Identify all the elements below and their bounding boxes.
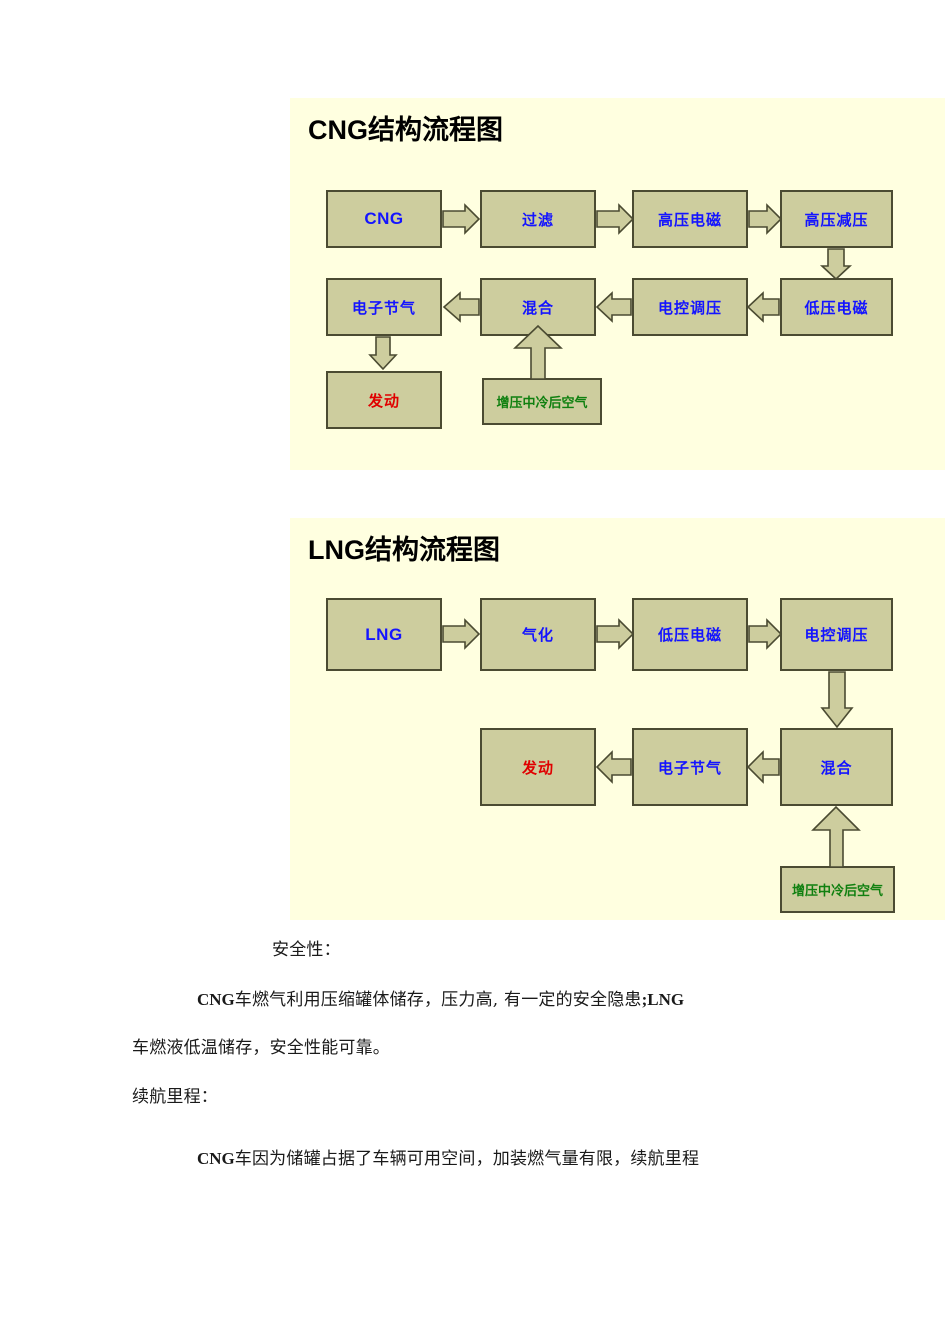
safety-line1-rest: 车燃气利用压缩罐体储存，压力高, 有一定的安全隐患 xyxy=(234,990,642,1010)
cng-arrow-e-throttle-to-engine xyxy=(368,336,398,371)
lng-arrow-mixer-to-e-throttle xyxy=(746,750,780,784)
cng-arrow-ecu-to-mixer xyxy=(595,291,632,323)
lng-node-vaporizer: 气化 xyxy=(480,598,596,671)
cng-arrow-hp-solenoid-to-hp-regulator xyxy=(748,203,783,235)
lng-arrow-air-to-mixer xyxy=(811,805,861,868)
cng-arrow-hp-regulator-to-lp-solenoid xyxy=(819,248,853,281)
cng-chart-title: CNG结构流程图 xyxy=(308,108,503,147)
cng-node-lp-solenoid: 低压电磁 xyxy=(780,278,893,336)
cng-arrow-mixer-to-e-throttle xyxy=(442,291,480,323)
cng-node-engine: 发动 xyxy=(326,371,442,429)
cng-arrow-lp-solenoid-to-ecu xyxy=(746,291,780,323)
lng-flowchart: LNG结构流程图 LNG 气化 低压电磁 电控调压 发动 电子节气 混合 增压中… xyxy=(290,518,945,920)
lng-node-air: 增压中冷后空气 xyxy=(780,866,895,913)
lng-node-engine: 发动 xyxy=(480,728,596,806)
range-line1-rest: 车因为储罐占据了车辆可用空间，加装燃气量有限，续航里程 xyxy=(234,1149,700,1169)
safety-line1-sep: ; xyxy=(641,990,648,1009)
cng-title-latin: CNG xyxy=(308,115,368,145)
lng-arrow-layer xyxy=(442,618,861,868)
lng-title-latin: LNG xyxy=(308,535,365,565)
cng-node-mixer: 混合 xyxy=(480,278,596,336)
lng-node-ecu-regulator: 电控调压 xyxy=(780,598,893,671)
safety-line1-latin: CNG xyxy=(197,990,235,1009)
lng-chart-title: LNG结构流程图 xyxy=(308,528,500,567)
range-line1-latin: CNG xyxy=(197,1149,235,1168)
range-paragraph-line1: CNG车因为储罐占据了车辆可用空间，加装燃气量有限，续航里程 xyxy=(197,1144,699,1169)
cng-title-cjk: 结构流程图 xyxy=(368,115,503,146)
safety-paragraph-line1: CNG车燃气利用压缩罐体储存，压力高, 有一定的安全隐患;LNG xyxy=(197,985,684,1010)
lng-arrow-lp-solenoid-to-ecu xyxy=(748,618,783,650)
cng-node-hp-regulator: 高压减压 xyxy=(780,190,893,248)
heading-safety: 安全性： xyxy=(272,940,341,960)
cng-arrow-source-to-filter xyxy=(442,203,481,235)
cng-node-e-throttle: 电子节气 xyxy=(326,278,442,336)
cng-node-filter: 过滤 xyxy=(480,190,596,248)
cng-node-hp-solenoid: 高压电磁 xyxy=(632,190,748,248)
lng-node-e-throttle: 电子节气 xyxy=(632,728,748,806)
cng-flowchart: CNG结构流程图 CNG 过滤 高压电磁 高压减压 电子节气 混合 电控调压 低… xyxy=(290,98,945,470)
cng-node-ecu-regulator: 电控调压 xyxy=(632,278,748,336)
lng-node-lp-solenoid: 低压电磁 xyxy=(632,598,748,671)
lng-node-source: LNG xyxy=(326,598,442,671)
lng-node-mixer: 混合 xyxy=(780,728,893,806)
lng-arrow-ecu-to-mixer xyxy=(820,671,854,729)
cng-node-air: 增压中冷后空气 xyxy=(482,378,602,425)
safety-line1-tail-latin: LNG xyxy=(647,990,685,1009)
lng-arrow-vaporizer-to-lp-solenoid xyxy=(596,618,635,650)
cng-arrow-filter-to-hp-solenoid xyxy=(596,203,635,235)
heading-range: 续航里程： xyxy=(132,1087,218,1107)
lng-arrow-source-to-vaporizer xyxy=(442,618,481,650)
lng-arrow-e-throttle-to-engine xyxy=(595,750,632,784)
cng-node-source: CNG xyxy=(326,190,442,248)
lng-title-cjk: 结构流程图 xyxy=(365,535,500,566)
safety-paragraph-line2: 车燃液低温储存，安全性能可靠。 xyxy=(132,1038,390,1058)
